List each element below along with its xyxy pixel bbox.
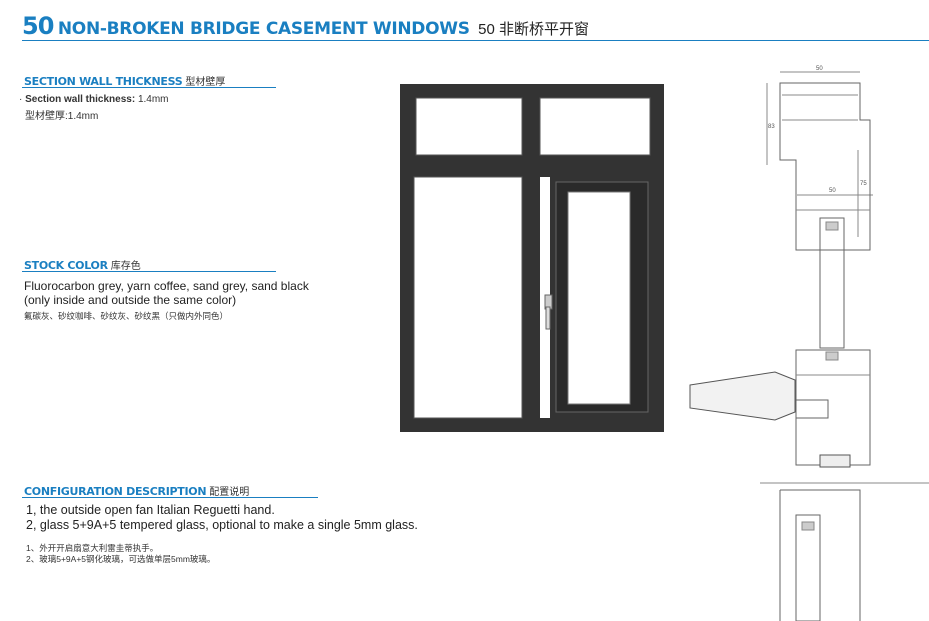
window-illustration bbox=[400, 84, 664, 432]
stock-color-line-1: Fluorocarbon grey, yarn coffee, sand gre… bbox=[24, 279, 309, 293]
svg-text:50: 50 bbox=[829, 188, 836, 194]
heading-en: SECTION WALL THICKNESS bbox=[24, 75, 183, 88]
heading-en: STOCK COLOR bbox=[24, 259, 108, 272]
config-line-1: 1, the outside open fan Italian Reguetti… bbox=[26, 503, 275, 517]
heading-en: CONFIGURATION DESCRIPTION bbox=[24, 485, 207, 498]
config-line-2: 2, glass 5+9A+5 tempered glass, optional… bbox=[26, 518, 418, 532]
title-cn: 50 非断桥平开窗 bbox=[478, 21, 589, 38]
svg-text:75: 75 bbox=[860, 181, 867, 187]
section-rule bbox=[22, 497, 318, 498]
title-en: NON-BROKEN BRIDGE CASEMENT WINDOWS bbox=[57, 19, 470, 39]
section-rule bbox=[22, 271, 276, 272]
series-number: 50 bbox=[22, 12, 54, 40]
value: 1.4mm bbox=[137, 94, 169, 105]
wall-thickness-line: · Section wall thickness: 1.4mm bbox=[19, 94, 169, 105]
page-title: 50 NON-BROKEN BRIDGE CASEMENT WINDOWS 50… bbox=[22, 12, 589, 40]
title-rule bbox=[22, 40, 929, 41]
config-cn-1: 1、外开开启扇意大利雷圭蒂执手。 bbox=[26, 543, 159, 553]
handle-icon bbox=[544, 294, 553, 330]
svg-text:50: 50 bbox=[816, 66, 823, 72]
config-cn-2: 2、玻璃5+9A+5钢化玻璃，可选做单层5mm玻璃。 bbox=[26, 554, 216, 564]
heading-cn: 库存色 bbox=[110, 261, 141, 272]
section-profile-drawing: 50 83 75 50 bbox=[689, 66, 929, 621]
stock-color-line-2: (only inside and outside the same color) bbox=[24, 293, 237, 307]
svg-text:83: 83 bbox=[768, 124, 775, 130]
label: Section wall thickness: bbox=[25, 94, 136, 105]
stock-color-cn: 氟碳灰、砂纹咖啡、砂纹灰、砂纹黑（只做内外同色） bbox=[24, 311, 229, 321]
heading-cn: 型材壁厚 bbox=[185, 77, 226, 88]
heading-cn: 配置说明 bbox=[209, 487, 250, 498]
section-rule bbox=[22, 87, 276, 88]
wall-thickness-cn: 型材壁厚:1.4mm bbox=[25, 111, 99, 122]
